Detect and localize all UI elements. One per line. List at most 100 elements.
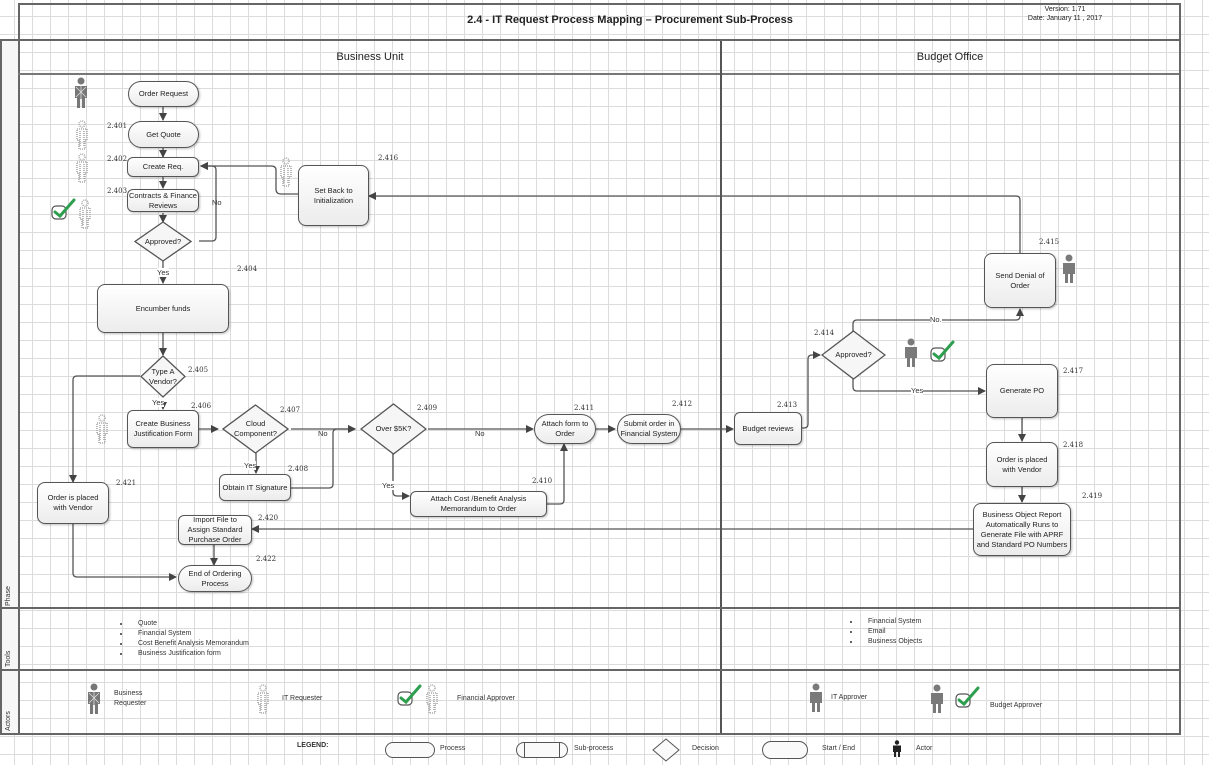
edge-budget-to-approved2 xyxy=(802,351,821,429)
node-order-placed-bu[interactable]: Order is placed with Vendor xyxy=(37,482,109,524)
legend-subprocess-label: Sub-process xyxy=(574,745,614,752)
financial-approver-icon xyxy=(426,684,438,714)
num-2-414: 2.414 xyxy=(814,329,835,337)
business-requester-icon xyxy=(88,683,100,714)
decision-shape xyxy=(134,221,192,262)
lane-divider xyxy=(720,41,722,733)
node-attach-form[interactable]: Attach form to Order xyxy=(534,414,596,444)
budget-approver-icon xyxy=(931,684,943,713)
checkmark-icon xyxy=(955,686,980,708)
tool-item: Business Objects xyxy=(860,637,922,647)
checkmark-icon xyxy=(930,340,955,362)
num-2-418: 2.418 xyxy=(1063,441,1084,449)
node-type-a-vendor[interactable]: Type A Vendor? xyxy=(140,355,186,398)
legend-process-label: Process xyxy=(440,745,466,752)
edge-label-no-cloud: No xyxy=(318,429,328,438)
node-contracts-finance[interactable]: Contracts & Finance Reviews xyxy=(127,189,199,212)
legend-actor-icon xyxy=(893,740,901,757)
node-cloud-component[interactable]: Cloud Component? xyxy=(222,404,289,454)
edge-label-yes-cloud: Yes xyxy=(244,461,257,470)
tool-item: Business Justification form xyxy=(130,649,249,659)
num-2-406: 2.406 xyxy=(191,402,212,410)
it-approver-icon xyxy=(810,683,822,712)
page-title: 2.4 - IT Request Process Mapping – Procu… xyxy=(467,14,793,26)
num-2-405: 2.405 xyxy=(188,366,209,374)
node-order-request[interactable]: Order Request xyxy=(128,81,199,107)
num-2-417: 2.417 xyxy=(1063,367,1084,375)
num-2-419: 2.419 xyxy=(1082,492,1103,500)
node-attach-cba[interactable]: Attach Cost /Benefit Analysis Memorandum… xyxy=(410,491,547,517)
subprocess-bar-right xyxy=(559,743,560,757)
financial-approver-icon xyxy=(79,199,91,229)
edge-setback-to-req xyxy=(200,162,298,195)
actor-label-it-approver: IT Approver xyxy=(831,694,868,701)
num-2-411: 2.411 xyxy=(574,404,595,412)
node-end-ordering[interactable]: End of Ordering Process xyxy=(178,565,252,592)
node-get-quote[interactable]: Get Quote xyxy=(128,121,199,148)
legend-start-end-shape xyxy=(762,741,808,759)
tool-item: Quote xyxy=(130,619,249,629)
tools-list-business-unit: Quote Financial System Cost Benefit Anal… xyxy=(112,619,249,659)
node-send-denial[interactable]: Send Denial of Order xyxy=(984,253,1056,308)
node-bo-report[interactable]: Business Object Report Automatically Run… xyxy=(973,503,1071,556)
node-encumber-funds[interactable]: Encumber funds xyxy=(97,284,229,333)
edge-approved2-yes-to-po xyxy=(852,378,986,395)
node-approved-1[interactable]: Approved? xyxy=(134,221,192,262)
decision-shape xyxy=(140,355,186,398)
edge-denial-to-setback xyxy=(368,192,1021,253)
node-submit-order[interactable]: Submit order in Financial System xyxy=(617,414,681,444)
tools-list-budget-office: Financial System Email Business Objects xyxy=(842,617,922,647)
node-approved-2[interactable]: Approved? xyxy=(821,330,886,380)
lane-title-budget-office: Budget Office xyxy=(916,51,984,63)
budget-approver-icon xyxy=(905,338,917,367)
lane-title-business-unit: Business Unit xyxy=(336,51,404,63)
num-2-420: 2.420 xyxy=(258,514,279,522)
legend-process-shape xyxy=(385,742,435,758)
legend-decision-label: Decision xyxy=(692,745,719,752)
node-import-file[interactable]: Import File to Assign Standard Purchase … xyxy=(178,515,252,545)
num-2-421: 2.421 xyxy=(116,479,137,487)
tool-item: Cost Benefit Analysis Memorandum xyxy=(130,639,249,649)
edge-cba-to-attachform xyxy=(547,443,568,505)
it-requester-icon xyxy=(257,684,269,714)
num-2-422: 2.422 xyxy=(256,555,277,563)
decision-shape xyxy=(821,330,886,380)
diagram-frame xyxy=(0,39,1181,735)
num-2-404: 2.404 xyxy=(237,265,258,273)
actor-label-it-requester: IT Requester xyxy=(282,695,323,702)
tool-item: Financial System xyxy=(130,629,249,639)
node-create-req[interactable]: Create Req. xyxy=(127,157,199,177)
edge-label-yes-approved1: Yes xyxy=(157,268,170,277)
node-order-placed-budget[interactable]: Order is placed with Vendor xyxy=(986,442,1058,487)
legend-title: LEGEND: xyxy=(297,742,329,749)
node-over-5k[interactable]: Over $5K? xyxy=(360,403,427,455)
num-2-401: 2.401 xyxy=(107,122,128,130)
row-label-column xyxy=(2,41,20,733)
phase-tools-divider xyxy=(2,607,1179,609)
checkmark-icon xyxy=(51,198,76,220)
checkmark-icon xyxy=(397,684,422,706)
legend-start-end-label: Start / End xyxy=(822,745,856,752)
num-2-402: 2.402 xyxy=(107,155,128,163)
subprocess-bar-left xyxy=(524,743,525,757)
node-budget-reviews[interactable]: Budget reviews xyxy=(734,412,802,445)
num-2-412: 2.412 xyxy=(672,400,693,408)
tool-item: Financial System xyxy=(860,617,922,627)
tool-item: Email xyxy=(860,627,922,637)
it-approver-icon xyxy=(1063,254,1075,283)
date-label: Date: January 11 , 2017 xyxy=(1027,15,1103,22)
node-obtain-it-signature[interactable]: Obtain IT Signature xyxy=(219,474,291,501)
legend-decision-shape xyxy=(652,738,680,762)
lane-header-divider xyxy=(18,73,1179,75)
num-2-416: 2.416 xyxy=(378,154,399,162)
edge-itsig-to-over5k xyxy=(291,425,356,489)
it-requester-icon xyxy=(96,414,108,444)
business-requester-icon xyxy=(75,77,87,108)
edge-label-yes-over5k: Yes xyxy=(382,481,395,490)
node-create-bjf[interactable]: Create Business Justification Form xyxy=(127,410,199,448)
node-set-back[interactable]: Set Back to Initialization xyxy=(298,165,369,226)
decision-shape xyxy=(222,404,289,454)
decision-shape xyxy=(360,403,427,455)
node-generate-po[interactable]: Generate PO xyxy=(986,364,1058,418)
